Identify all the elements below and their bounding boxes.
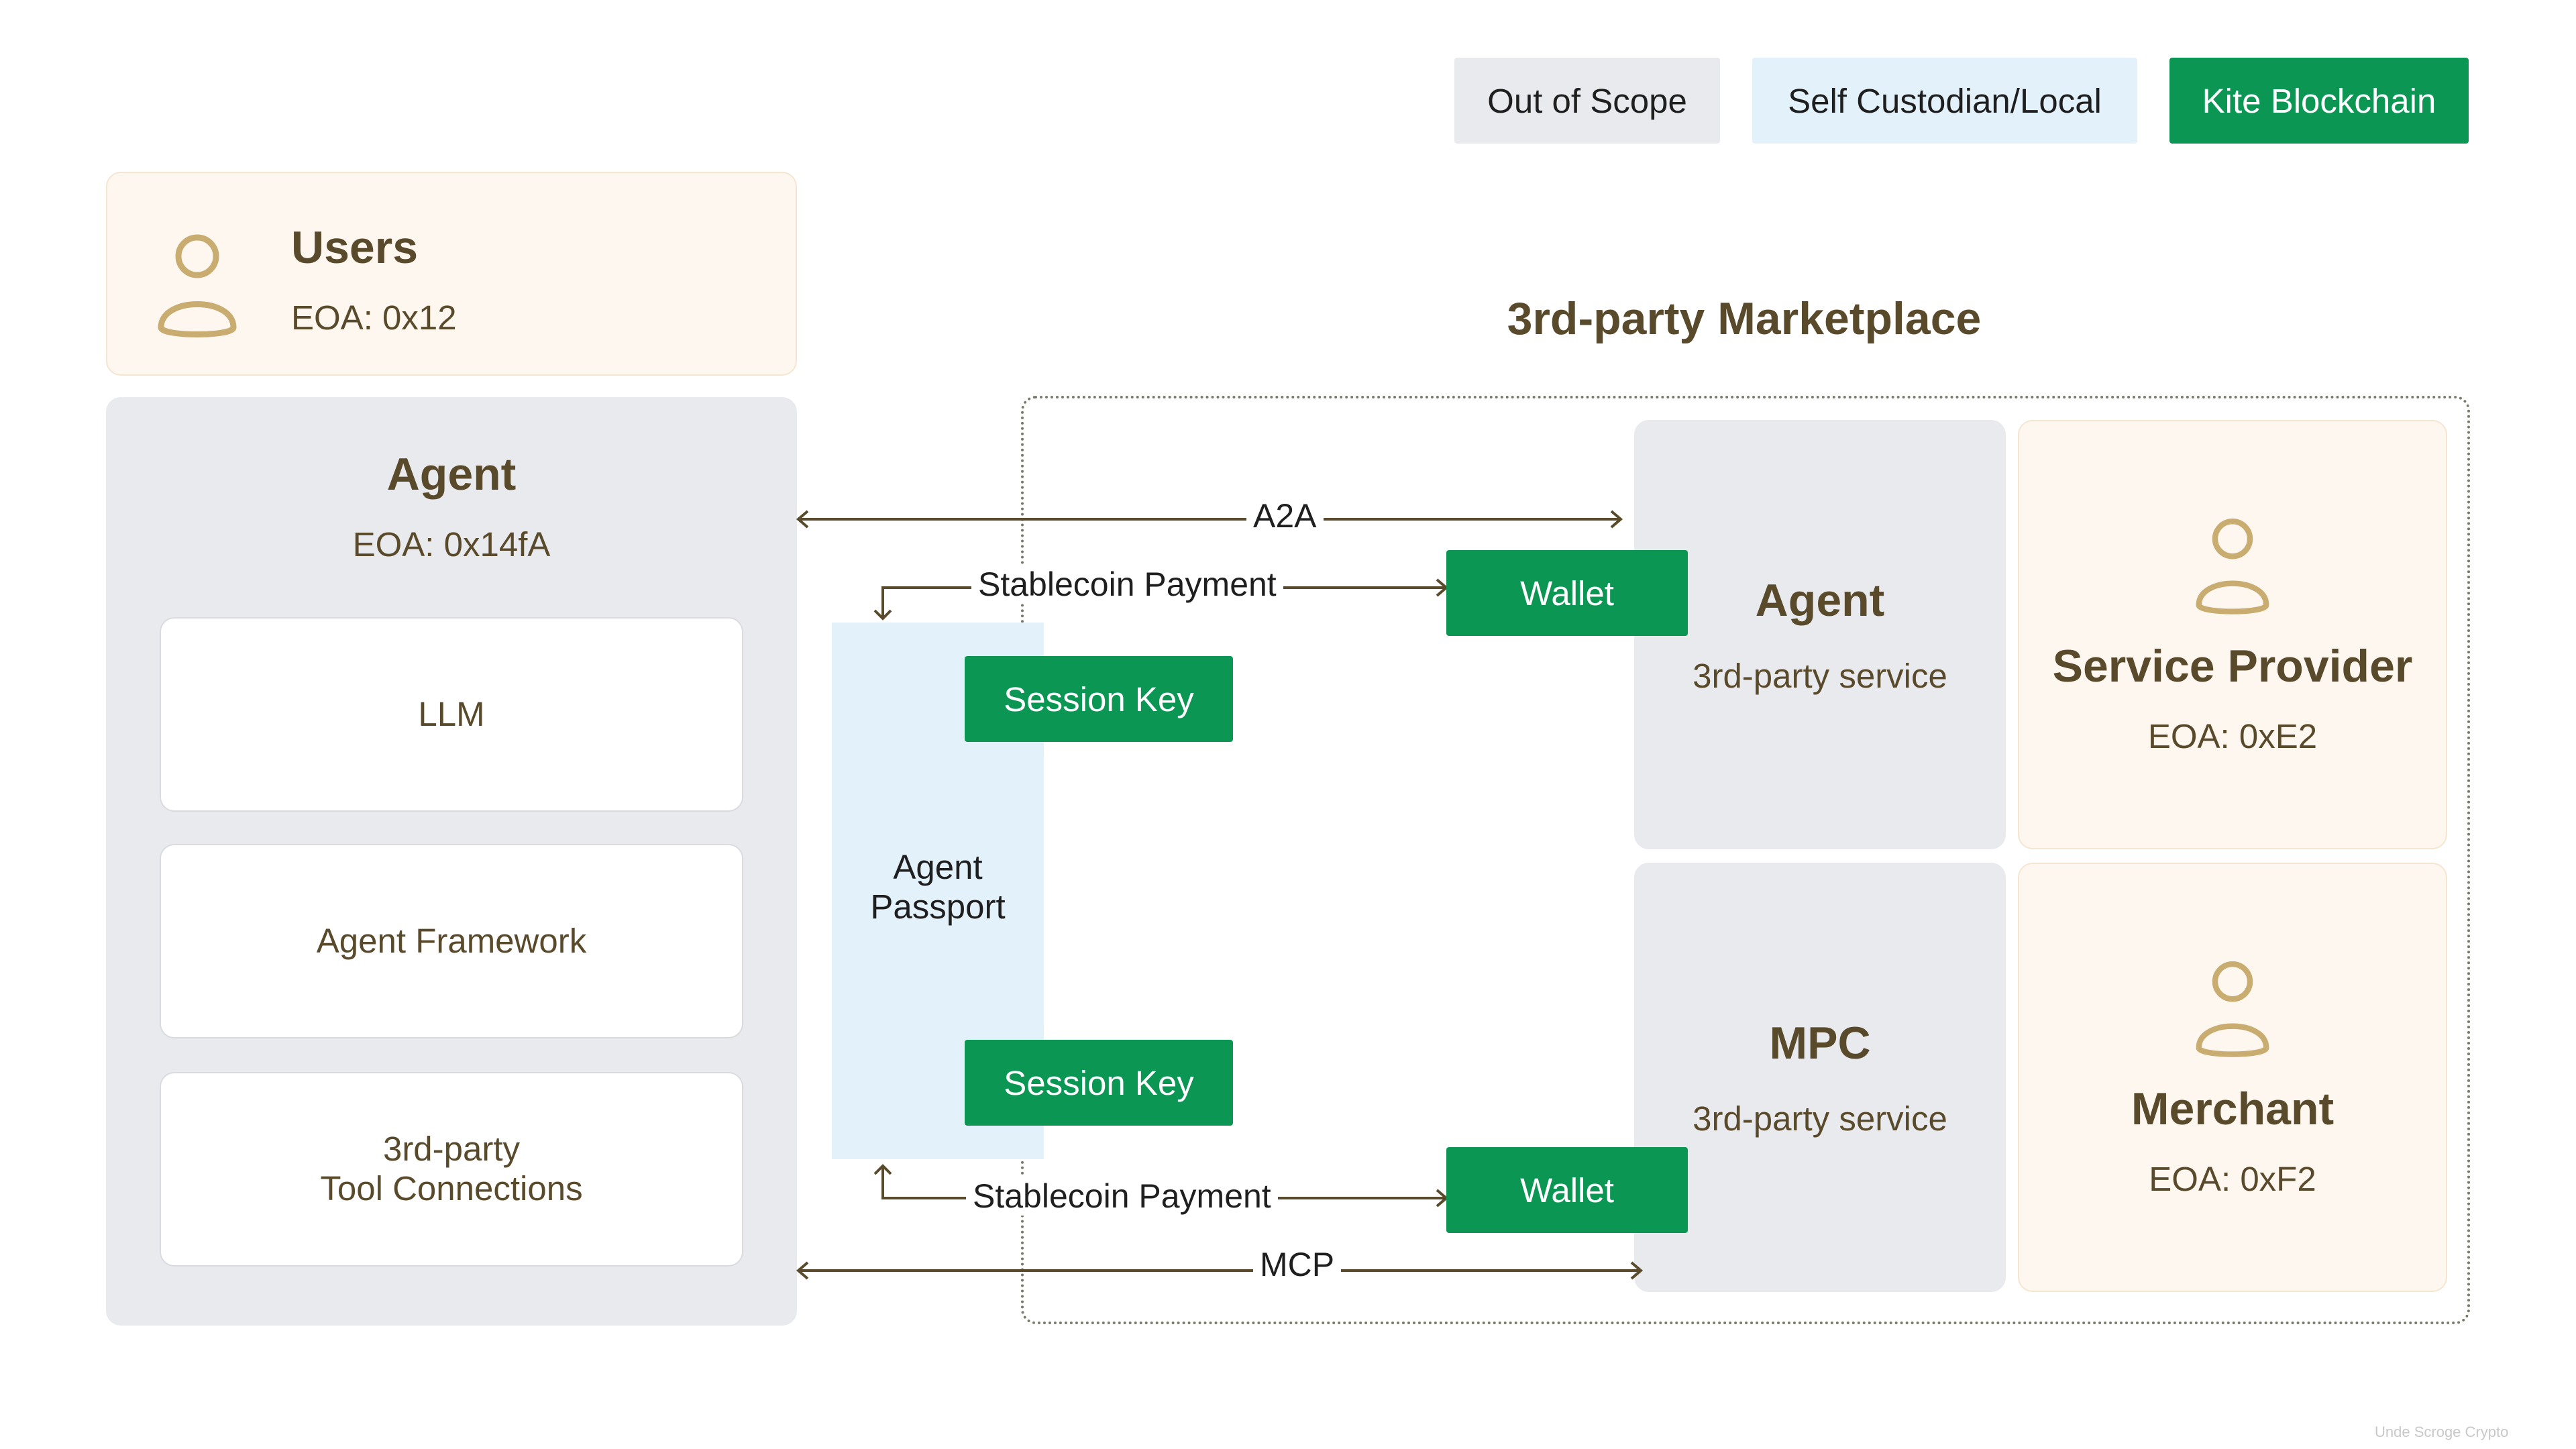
user-icon bbox=[158, 234, 237, 337]
session-key-bottom: Session Key bbox=[965, 1040, 1233, 1126]
agent-service-box: Agent 3rd-party service bbox=[1634, 420, 2006, 849]
a2a-arrowhead-left bbox=[796, 510, 809, 529]
tool-connections-label-line1: 3rd-party bbox=[382, 1130, 521, 1169]
legend-kite-blockchain-label: Kite Blockchain bbox=[2202, 81, 2436, 120]
user-icon bbox=[2196, 961, 2269, 1057]
legend-out-of-scope: Out of Scope bbox=[1454, 58, 1720, 144]
service-provider-box: Service Provider EOA: 0xE2 bbox=[2018, 420, 2447, 849]
session-key-bottom-label: Session Key bbox=[1004, 1063, 1194, 1102]
merchant-box: Merchant EOA: 0xF2 bbox=[2018, 863, 2447, 1292]
wallet-top-label: Wallet bbox=[1520, 574, 1614, 612]
mcp-arrowhead-right bbox=[1630, 1261, 1644, 1280]
legend-kite-blockchain: Kite Blockchain bbox=[2169, 58, 2469, 144]
agent-passport-label: Agent Passport bbox=[832, 848, 1044, 926]
llm-component: LLM bbox=[160, 617, 743, 812]
mpc-service-box: MPC 3rd-party service bbox=[1634, 863, 2006, 1292]
tool-connections-label-line2: Tool Connections bbox=[320, 1169, 583, 1208]
wallet-bottom: Wallet bbox=[1446, 1147, 1688, 1233]
agent-title: Agent bbox=[386, 449, 517, 500]
agent-framework-component: Agent Framework bbox=[160, 844, 743, 1038]
session-key-top: Session Key bbox=[965, 656, 1233, 742]
merchant-title: Merchant bbox=[2131, 1083, 2334, 1134]
tool-connections-component: 3rd-party Tool Connections bbox=[160, 1072, 743, 1267]
users-title: Users bbox=[291, 222, 419, 273]
mcp-label: MCP bbox=[1253, 1245, 1342, 1284]
marketplace-title: 3rd-party Marketplace bbox=[1507, 293, 1982, 344]
service-provider-title: Service Provider bbox=[2052, 640, 2413, 692]
llm-label: LLM bbox=[418, 694, 485, 733]
mpc-service-subtitle: 3rd-party service bbox=[1693, 1099, 1947, 1138]
agent-service-subtitle: 3rd-party service bbox=[1693, 656, 1947, 695]
stablecoin-top-label: Stablecoin Payment bbox=[971, 565, 1283, 604]
legend-self-custodian: Self Custodian/Local bbox=[1752, 58, 2137, 144]
stablecoin-bottom-arrowhead-up bbox=[873, 1164, 892, 1175]
service-provider-eoa: EOA: 0xE2 bbox=[2147, 716, 2318, 755]
user-icon bbox=[2196, 518, 2269, 614]
mpc-service-title: MPC bbox=[1769, 1017, 1871, 1069]
agent-eoa: EOA: 0x14fA bbox=[352, 525, 551, 564]
wallet-bottom-label: Wallet bbox=[1520, 1171, 1614, 1210]
wallet-top: Wallet bbox=[1446, 550, 1688, 636]
stablecoin-bottom-label: Stablecoin Payment bbox=[966, 1177, 1278, 1216]
agent-passport-line2: Passport bbox=[870, 887, 1006, 926]
users-eoa: EOA: 0x12 bbox=[291, 299, 457, 337]
agent-service-title: Agent bbox=[1755, 574, 1885, 626]
watermark-text: Unde Scroge Crypto bbox=[2375, 1424, 2509, 1440]
agent-framework-label: Agent Framework bbox=[316, 921, 587, 960]
session-key-top-label: Session Key bbox=[1004, 680, 1194, 718]
merchant-eoa: EOA: 0xF2 bbox=[2149, 1159, 2316, 1198]
legend-self-custodian-label: Self Custodian/Local bbox=[1788, 81, 2102, 120]
a2a-label: A2A bbox=[1246, 496, 1324, 535]
legend-out-of-scope-label: Out of Scope bbox=[1487, 81, 1687, 120]
stablecoin-top-arrowhead-down bbox=[873, 609, 892, 621]
a2a-arrowhead-right bbox=[1610, 510, 1623, 529]
mcp-arrowhead-left bbox=[796, 1261, 809, 1280]
users-box bbox=[106, 172, 797, 376]
agent-passport-line1: Agent bbox=[893, 848, 983, 886]
